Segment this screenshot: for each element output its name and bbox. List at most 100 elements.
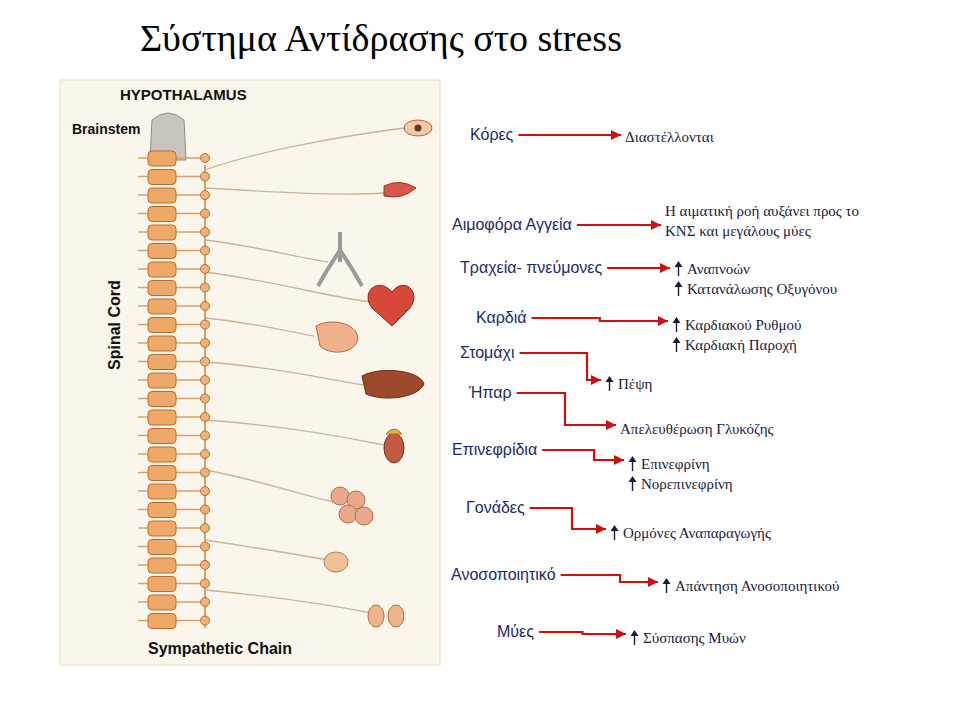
organ-label-box: Επινεφρίδια: [450, 439, 539, 461]
effect-text: Κατανάλωσης Οξυγόνου: [687, 281, 837, 297]
vertebra: [148, 244, 176, 259]
arrow-tip: [675, 261, 683, 267]
ganglion: [201, 542, 210, 551]
nerve-fibre: [205, 188, 384, 194]
gonad-shape: [388, 605, 404, 627]
intestine-loop: [355, 507, 373, 525]
intestine-shape: [331, 487, 373, 525]
ganglion: [201, 561, 210, 570]
structure-label: Brainstem: [70, 121, 142, 137]
ganglion: [201, 616, 210, 625]
arrow-tip: [611, 525, 619, 531]
organ-label: Επινεφρίδια: [452, 441, 537, 459]
vertebra: [148, 429, 176, 444]
vertebra: [148, 188, 176, 203]
effect-box: Καρδιακού ΡυθμούΚαρδιακή Παροχή: [670, 313, 803, 358]
effect-arrow: [518, 134, 621, 136]
effect-row: Κατανάλωσης Οξυγόνου: [674, 279, 837, 299]
effect-row: Επινεφρίνη: [628, 454, 733, 474]
effect-arrow: [530, 508, 606, 529]
increase-arrow-icon: [674, 281, 683, 297]
ganglion: [201, 579, 210, 588]
intestine-loop: [339, 505, 357, 523]
vertebra: [148, 262, 176, 277]
spinal-column: [138, 151, 210, 629]
stomach-shape: [316, 322, 358, 352]
increase-arrow-icon: [662, 578, 671, 594]
nerve-fibre: [205, 590, 372, 613]
increase-arrow-icon: [672, 337, 681, 353]
effect-box: Απελευθέρωση Γλυκόζης: [618, 417, 775, 441]
organ-label-box: Ήπαρ: [467, 382, 514, 404]
organ-label-box: Ανοσοποιητικό: [449, 564, 558, 586]
arrow-tip: [673, 337, 681, 343]
organ-label: Γονάδες: [466, 499, 525, 517]
effect-text: Σύσπασης Μυών: [643, 630, 746, 646]
nerve-fibre: [205, 362, 364, 385]
heart-shape: [368, 285, 414, 326]
effect-row: Σύσπασης Μυών: [630, 628, 746, 648]
vessel-shape: [384, 182, 416, 197]
organ-label: Ήπαρ: [469, 384, 512, 402]
increase-arrow-icon: [628, 476, 637, 492]
effect-box: Σύσπασης Μυών: [628, 626, 748, 650]
ganglion: [201, 394, 210, 403]
vertebra: [148, 558, 176, 573]
effect-box: Ορμόνες Αναπαραγωγής: [608, 521, 773, 545]
arrow-tip: [606, 376, 614, 382]
ganglion: [201, 209, 210, 218]
effect-arrow: [607, 267, 670, 269]
ganglion: [201, 505, 210, 514]
effect-text: Πέψη: [618, 376, 652, 392]
organ-label: Αιμοφόρα Αγγεία: [452, 216, 572, 234]
effect-text: Απελευθέρωση Γλυκόζης: [620, 419, 773, 439]
slide-title: Σύστημα Αντίδρασης στο stress: [140, 16, 622, 60]
effect-box: Η αιματική ροή αυξάνει προς το ΚΝΣ και μ…: [663, 199, 877, 244]
ganglion: [201, 246, 210, 255]
nerve-fibre: [205, 420, 384, 445]
effect-text: Απάντηση Ανοσοποιητικού: [675, 578, 840, 594]
vertebra: [148, 299, 176, 314]
ganglion: [201, 228, 210, 237]
effect-text: Επινεφρίνη: [641, 456, 710, 472]
organ-label-box: Μύες: [495, 621, 536, 643]
vertebra: [148, 392, 176, 407]
effect-text: Νορεπινεφρίνη: [641, 476, 733, 492]
trachea-shape: [318, 232, 362, 286]
nerve-fibre: [205, 272, 374, 302]
vertebra: [148, 466, 176, 481]
organ-label-box: Στομάχι: [458, 342, 517, 364]
vertebra: [148, 447, 176, 462]
organ-label-box: Κόρες: [468, 124, 515, 146]
ganglion: [201, 154, 210, 163]
liver-shape: [362, 370, 424, 398]
ganglion: [201, 320, 210, 329]
arrow-tip: [675, 281, 683, 287]
vertebra: [148, 318, 176, 333]
ganglion: [201, 265, 210, 274]
nerve-fibre: [205, 128, 404, 170]
organ-label: Ανοσοποιητικό: [451, 566, 556, 584]
gonad-shape: [368, 605, 384, 627]
organ-label: Μύες: [497, 623, 534, 641]
eye-shape: [404, 120, 432, 136]
structure-label: HYPOTHALAMUS: [118, 86, 249, 103]
nerve-fibre: [205, 540, 328, 560]
vertebra: [148, 225, 176, 240]
nerve-fibre: [205, 240, 328, 262]
nerve-fibre: [205, 318, 314, 336]
organ-label-box: Καρδιά: [474, 307, 529, 329]
vertebra: [148, 595, 176, 610]
effect-arrow: [517, 393, 616, 425]
organ-label: Τραχεία- πνεύμονες: [460, 259, 602, 277]
ganglion: [201, 376, 210, 385]
pupil-shape: [415, 125, 422, 132]
organs: [316, 120, 432, 627]
vertebra: [148, 503, 176, 518]
vertebra: [148, 577, 176, 592]
vertebra: [148, 373, 176, 388]
effect-row: Ορμόνες Αναπαραγωγής: [610, 523, 771, 543]
effect-row: Απάντηση Ανοσοποιητικού: [662, 576, 840, 596]
ganglion: [201, 487, 210, 496]
illustration-panel: [60, 80, 440, 665]
